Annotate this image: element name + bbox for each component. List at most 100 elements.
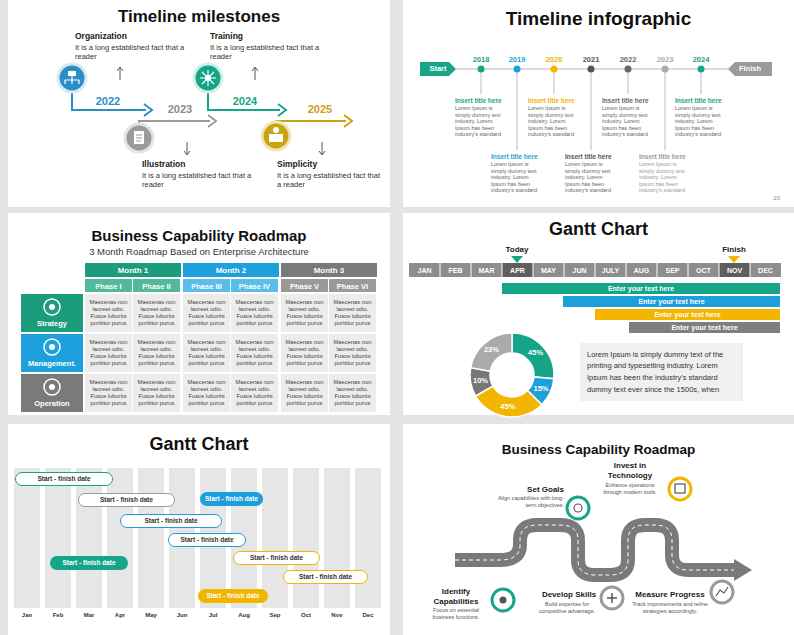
- text-box: Lorem Ipsum is simply dummy text of the …: [580, 343, 743, 401]
- table-cell: Maecenas non laoreet odio. Fusce loborti…: [283, 339, 326, 367]
- table-cell: Maecenas non laoreet odio. Fusce loborti…: [185, 379, 228, 407]
- bar-label: Enter your text here: [608, 285, 674, 293]
- row-header: [21, 294, 83, 332]
- milestone-circle: [669, 478, 691, 500]
- table-cell: Maecenas non laoreet odio. Fusce loborti…: [283, 299, 326, 327]
- month-header: Month 3: [281, 266, 377, 276]
- gantt-pill: Start - finish date: [78, 493, 175, 507]
- month-column: [76, 468, 102, 608]
- milestone-title: Training: [210, 31, 320, 41]
- year-label: 2022: [613, 55, 643, 64]
- milestone-circle: [492, 589, 514, 611]
- leader-arrow: [252, 67, 258, 80]
- milestone-text: Enhance operations through modern tools.: [596, 482, 664, 495]
- phase-header: [183, 279, 230, 292]
- year-label: 2021: [576, 55, 606, 64]
- table-cell: Maecenas non laoreet odio. Fusce loborti…: [135, 299, 178, 327]
- year-label: 2018: [466, 55, 496, 64]
- slide-panel: Gantt ChartStart - finish dateStart - fi…: [8, 424, 390, 635]
- timeline-arrow: [208, 92, 280, 110]
- item-title: Insert title here: [639, 153, 691, 161]
- panel-ground: [8, 424, 390, 635]
- timeline-dot: [588, 66, 595, 73]
- table-cell: [183, 374, 230, 412]
- bar-label: Start - finish date: [100, 496, 153, 503]
- month-label: JULY: [595, 267, 626, 275]
- bar-label: Start - finish date: [62, 559, 115, 566]
- road: [455, 525, 752, 581]
- table-cell: [133, 294, 180, 332]
- table-cell: Maecenas non laoreet odio. Fusce loborti…: [233, 339, 276, 367]
- gantt-pill: Start - finish date: [200, 492, 263, 506]
- milestone-icon: [262, 122, 290, 150]
- timeline-dot: [662, 66, 669, 73]
- month-label: JUN: [564, 267, 595, 275]
- item-text: Lorem Ipsum is simply dummy text industr…: [528, 105, 580, 138]
- timeline-stem: [628, 72, 629, 94]
- year-label: 2020: [539, 55, 569, 64]
- panel-title: Business Capability Roadmap: [403, 442, 794, 458]
- timeline-stem: [481, 72, 482, 94]
- item-text: Lorem Ipsum is simply dummy text industr…: [491, 161, 543, 194]
- month-label: Feb: [46, 612, 70, 619]
- milestone-title: Organization: [75, 31, 185, 41]
- item-text: Lorem Ipsum is simply dummy text industr…: [565, 161, 617, 194]
- month-divider: [502, 263, 503, 277]
- table-cell: [85, 374, 132, 412]
- phase-header: Phase V: [281, 282, 328, 291]
- milestone-circle: [601, 587, 623, 609]
- milestone-title: Identify Capabilities: [425, 587, 487, 606]
- month-column: [45, 468, 71, 608]
- table-cell: [281, 334, 328, 372]
- bar-label: Start: [429, 65, 446, 73]
- panel-ground: [403, 213, 794, 415]
- timeline-arrow: [72, 92, 352, 127]
- table-cell: Maecenas non laoreet odio. Fusce loborti…: [233, 379, 276, 407]
- month-label: Mar: [77, 612, 101, 619]
- table-cell: [85, 334, 132, 372]
- table-cell: [133, 334, 180, 372]
- item-title: Insert title here: [602, 97, 654, 105]
- item-text: Lorem Ipsum is simply dummy text industr…: [639, 161, 691, 194]
- panel-ground: [403, 424, 794, 635]
- milestone-icon: [269, 134, 283, 142]
- month-divider: [564, 263, 565, 277]
- panel-ground: [8, 0, 794, 635]
- table-cell: Maecenas non laoreet odio. Fusce loborti…: [185, 339, 228, 367]
- road: [455, 525, 736, 575]
- year-label: 2019: [502, 55, 532, 64]
- month-column: [138, 468, 164, 608]
- table-cell: Maecenas non laoreet odio. Fusce loborti…: [331, 339, 374, 367]
- month-label: JAN: [409, 267, 440, 275]
- table-cell: Maecenas non laoreet odio. Fusce loborti…: [185, 299, 228, 327]
- milestone-circle: [574, 504, 582, 512]
- table-cell: [231, 334, 278, 372]
- month-divider: [657, 263, 658, 277]
- milestone-circle: [500, 597, 507, 604]
- table-cell: Maecenas non laoreet odio. Fusce loborti…: [233, 299, 276, 327]
- slide-panel: Gantt ChartEnter your text hereEnter you…: [403, 213, 794, 415]
- timeline-stem: [665, 72, 666, 150]
- month-divider: [719, 263, 720, 277]
- timeline-dot: [551, 66, 558, 73]
- item-text: Lorem Ipsum is simply dummy text industr…: [675, 105, 727, 138]
- table-cell: [85, 294, 132, 332]
- month-label: Nov: [325, 612, 349, 619]
- panel-title: Gantt Chart: [403, 219, 794, 241]
- milestone-icon: [273, 127, 279, 133]
- leader-arrow: [117, 67, 123, 80]
- timeline-arrow: [144, 104, 152, 116]
- road: [734, 559, 752, 581]
- month-label: SEP: [657, 267, 688, 275]
- milestone-circle: [675, 484, 685, 493]
- bar-label: Start - finish date: [205, 495, 258, 502]
- month-label: AUG: [626, 267, 657, 275]
- timeline-dot: [625, 66, 632, 73]
- milestone-icon: [65, 76, 79, 84]
- month-label: MAY: [533, 267, 564, 275]
- bar-label: Start - finish date: [180, 536, 233, 543]
- timeline-arrow: [276, 121, 346, 122]
- marker-label: Today: [500, 245, 534, 255]
- milestone-text: Align capabilities with long-term object…: [490, 495, 564, 508]
